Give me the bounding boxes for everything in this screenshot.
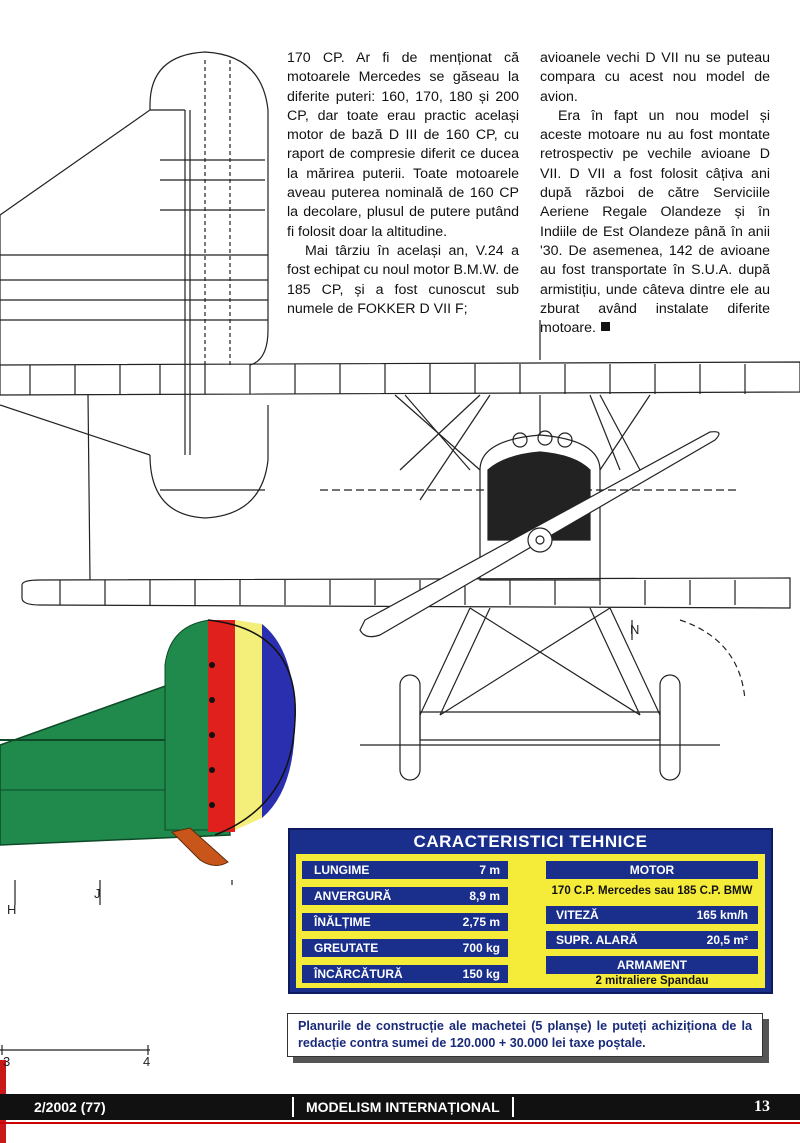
spec-value: 165 km/h: [696, 908, 748, 922]
spec-row-length: LUNGIME 7 m: [302, 861, 508, 879]
magazine-name: MODELISM INTERNAȚIONAL: [292, 1097, 514, 1117]
article-column-2: avioanele vechi D VII nu se puteau compa…: [540, 49, 770, 338]
spec-row-height: ÎNĂLȚIME 2,75 m: [302, 913, 508, 931]
speed-row: VITEZĂ 165 km/h: [546, 906, 758, 924]
figure-label-h: H: [7, 902, 17, 917]
spec-row-load: ÎNCĂRCĂTURĂ 150 kg: [302, 965, 508, 983]
tail-skid: [171, 827, 229, 866]
spec-label: VITEZĂ: [556, 908, 599, 922]
page-footer: 2/2002 (77) MODELISM INTERNAȚIONAL 13: [0, 1094, 800, 1120]
tail-side-view: [0, 619, 296, 866]
spec-label: ANVERGURĂ: [314, 889, 392, 903]
technical-specs-box: CARACTERISTICI TEHNICE LUNGIME 7 m ANVER…: [288, 828, 773, 994]
spec-value: 700 kg: [462, 941, 500, 955]
rudder-yellow: [235, 620, 262, 830]
rudder-red: [208, 620, 235, 832]
lower-wing: [21, 577, 791, 609]
spec-value: 7 m: [479, 863, 500, 877]
spec-label: GREUTATE: [314, 941, 379, 955]
wing-area-row: SUPR. ALARĂ 20,5 m²: [546, 931, 758, 949]
spec-row-wingspan: ANVERGURĂ 8,9 m: [302, 887, 508, 905]
figure-label-n: N: [630, 622, 640, 637]
spec-label: SUPR. ALARĂ: [556, 933, 638, 947]
figure-label-j: J: [94, 886, 101, 901]
motor-value: 170 C.P. Mercedes sau 185 C.P. BMW: [551, 885, 753, 897]
spec-value: 20,5 m²: [706, 933, 748, 947]
page-number: 13: [754, 1098, 770, 1115]
issue-number: 2/2002 (77): [34, 1099, 106, 1115]
spec-value: 150 kg: [462, 967, 500, 981]
spec-label: ÎNCĂRCĂTURĂ: [314, 967, 403, 981]
armament-value: 2 mitraliere Spandau: [595, 975, 709, 987]
scale-label-three: 3: [3, 1054, 11, 1069]
specs-title: CARACTERISTICI TEHNICE: [413, 832, 648, 851]
tailplane-outline: [0, 51, 269, 366]
article-column-1: 170 CP. Ar fi de menționat că motoarele …: [287, 49, 519, 319]
paragraph: Mai târziu în același an, V.24 a fost ec…: [287, 242, 519, 317]
paragraph: avioanele vechi D VII nu se puteau compa…: [540, 50, 770, 105]
axle-fairing: [419, 711, 661, 741]
rudder-blue: [262, 624, 295, 818]
motor-heading: MOTOR: [546, 861, 758, 879]
spec-value: 8,9 m: [469, 889, 500, 903]
spec-value: 2,75 m: [462, 915, 500, 929]
paragraph-text: Era în fapt un nou model și aceste motoa…: [540, 107, 770, 337]
scale-label-four: 4: [143, 1054, 151, 1069]
spec-label: LUNGIME: [314, 863, 370, 877]
plans-purchase-notice: Planurile de construcție ale machetei (5…: [287, 1013, 763, 1057]
end-of-article-mark: [601, 322, 610, 332]
paragraph: Era în fapt un nou model și aceste motoa…: [540, 107, 770, 339]
rudder-green: [164, 619, 211, 831]
upper-wing: [0, 361, 800, 396]
footer-rule: [0, 1122, 800, 1124]
specs-panel: LUNGIME 7 m ANVERGURĂ 8,9 m ÎNĂLȚIME 2,7…: [296, 854, 765, 988]
spec-row-weight: GREUTATE 700 kg: [302, 939, 508, 957]
spec-label: ÎNĂLȚIME: [314, 915, 371, 929]
armament-heading: ARMAMENT: [546, 956, 758, 974]
paragraph: 170 CP. Ar fi de menționat că motoarele …: [287, 50, 519, 240]
fuselage-front: [479, 434, 601, 581]
